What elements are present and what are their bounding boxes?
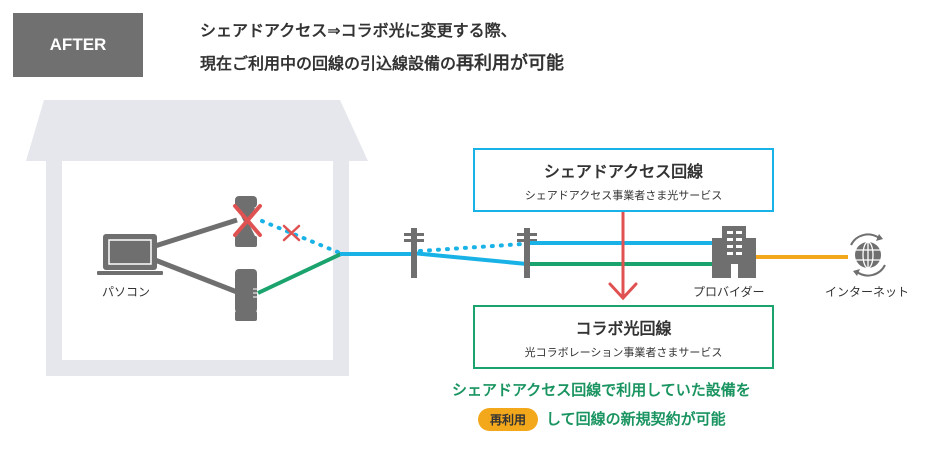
headline-line-2-prefix: 現在ご利用中の回線の引込線設備の <box>200 54 457 73</box>
building-icon <box>712 226 756 278</box>
utility-pole-icon <box>404 228 424 278</box>
shared-access-subtitle: シェアドアクセス事業者さま光サービス <box>524 189 723 202</box>
small-cross-icon <box>282 224 301 242</box>
pc-label: パソコン <box>102 285 151 299</box>
pole-dotted-line <box>418 242 524 253</box>
collabo-subtitle: 光コラボレーション事業者さまサービス <box>524 346 723 359</box>
provider-label: プロバイダー <box>693 285 765 299</box>
pc-to-new-onu-line <box>154 257 238 295</box>
laptop-icon <box>97 234 163 275</box>
note-line-2: 再利用して回線の新規契約が可能 <box>478 408 726 431</box>
house-icon <box>26 100 368 376</box>
reuse-pill: 再利用 <box>478 408 539 431</box>
globe-icon <box>850 233 886 277</box>
old-dotted-line <box>260 219 342 255</box>
old-onu-icon <box>235 196 257 247</box>
headline-line-2: 現在ご利用中の回線の引込線設備の再利用が可能 <box>200 47 565 80</box>
collabo-title: コラボ光回線 <box>575 319 672 338</box>
headline-highlight: 再利用が可能 <box>456 47 565 80</box>
pole-to-pole-line <box>411 251 528 266</box>
headline-line-1: シェアドアクセス⇒コラボ光に変更する際、 <box>200 21 517 40</box>
shared-access-title: シェアドアクセス回線 <box>543 162 704 181</box>
headline: シェアドアクセス⇒コラボ光に変更する際、 現在ご利用中の回線の引込線設備の再利用… <box>200 14 565 80</box>
new-onu-green-line <box>257 252 342 295</box>
change-arrow-icon <box>608 210 638 301</box>
utility-pole-icon <box>517 228 537 278</box>
collabo-box: コラボ光回線 光コラボレーション事業者さまサービス <box>473 305 774 369</box>
shared-access-box: シェアドアクセス回線 シェアドアクセス事業者さま光サービス <box>473 148 774 212</box>
after-badge: AFTER <box>13 13 143 77</box>
cross-icon <box>233 204 262 237</box>
note-line-1: シェアドアクセス回線で利用していた設備を <box>452 381 751 399</box>
pc-to-old-onu-line <box>154 217 238 249</box>
new-onu-icon <box>235 269 258 321</box>
note-line-2-text: して回線の新規契約が可能 <box>546 410 726 428</box>
internet-label: インターネット <box>825 285 910 299</box>
